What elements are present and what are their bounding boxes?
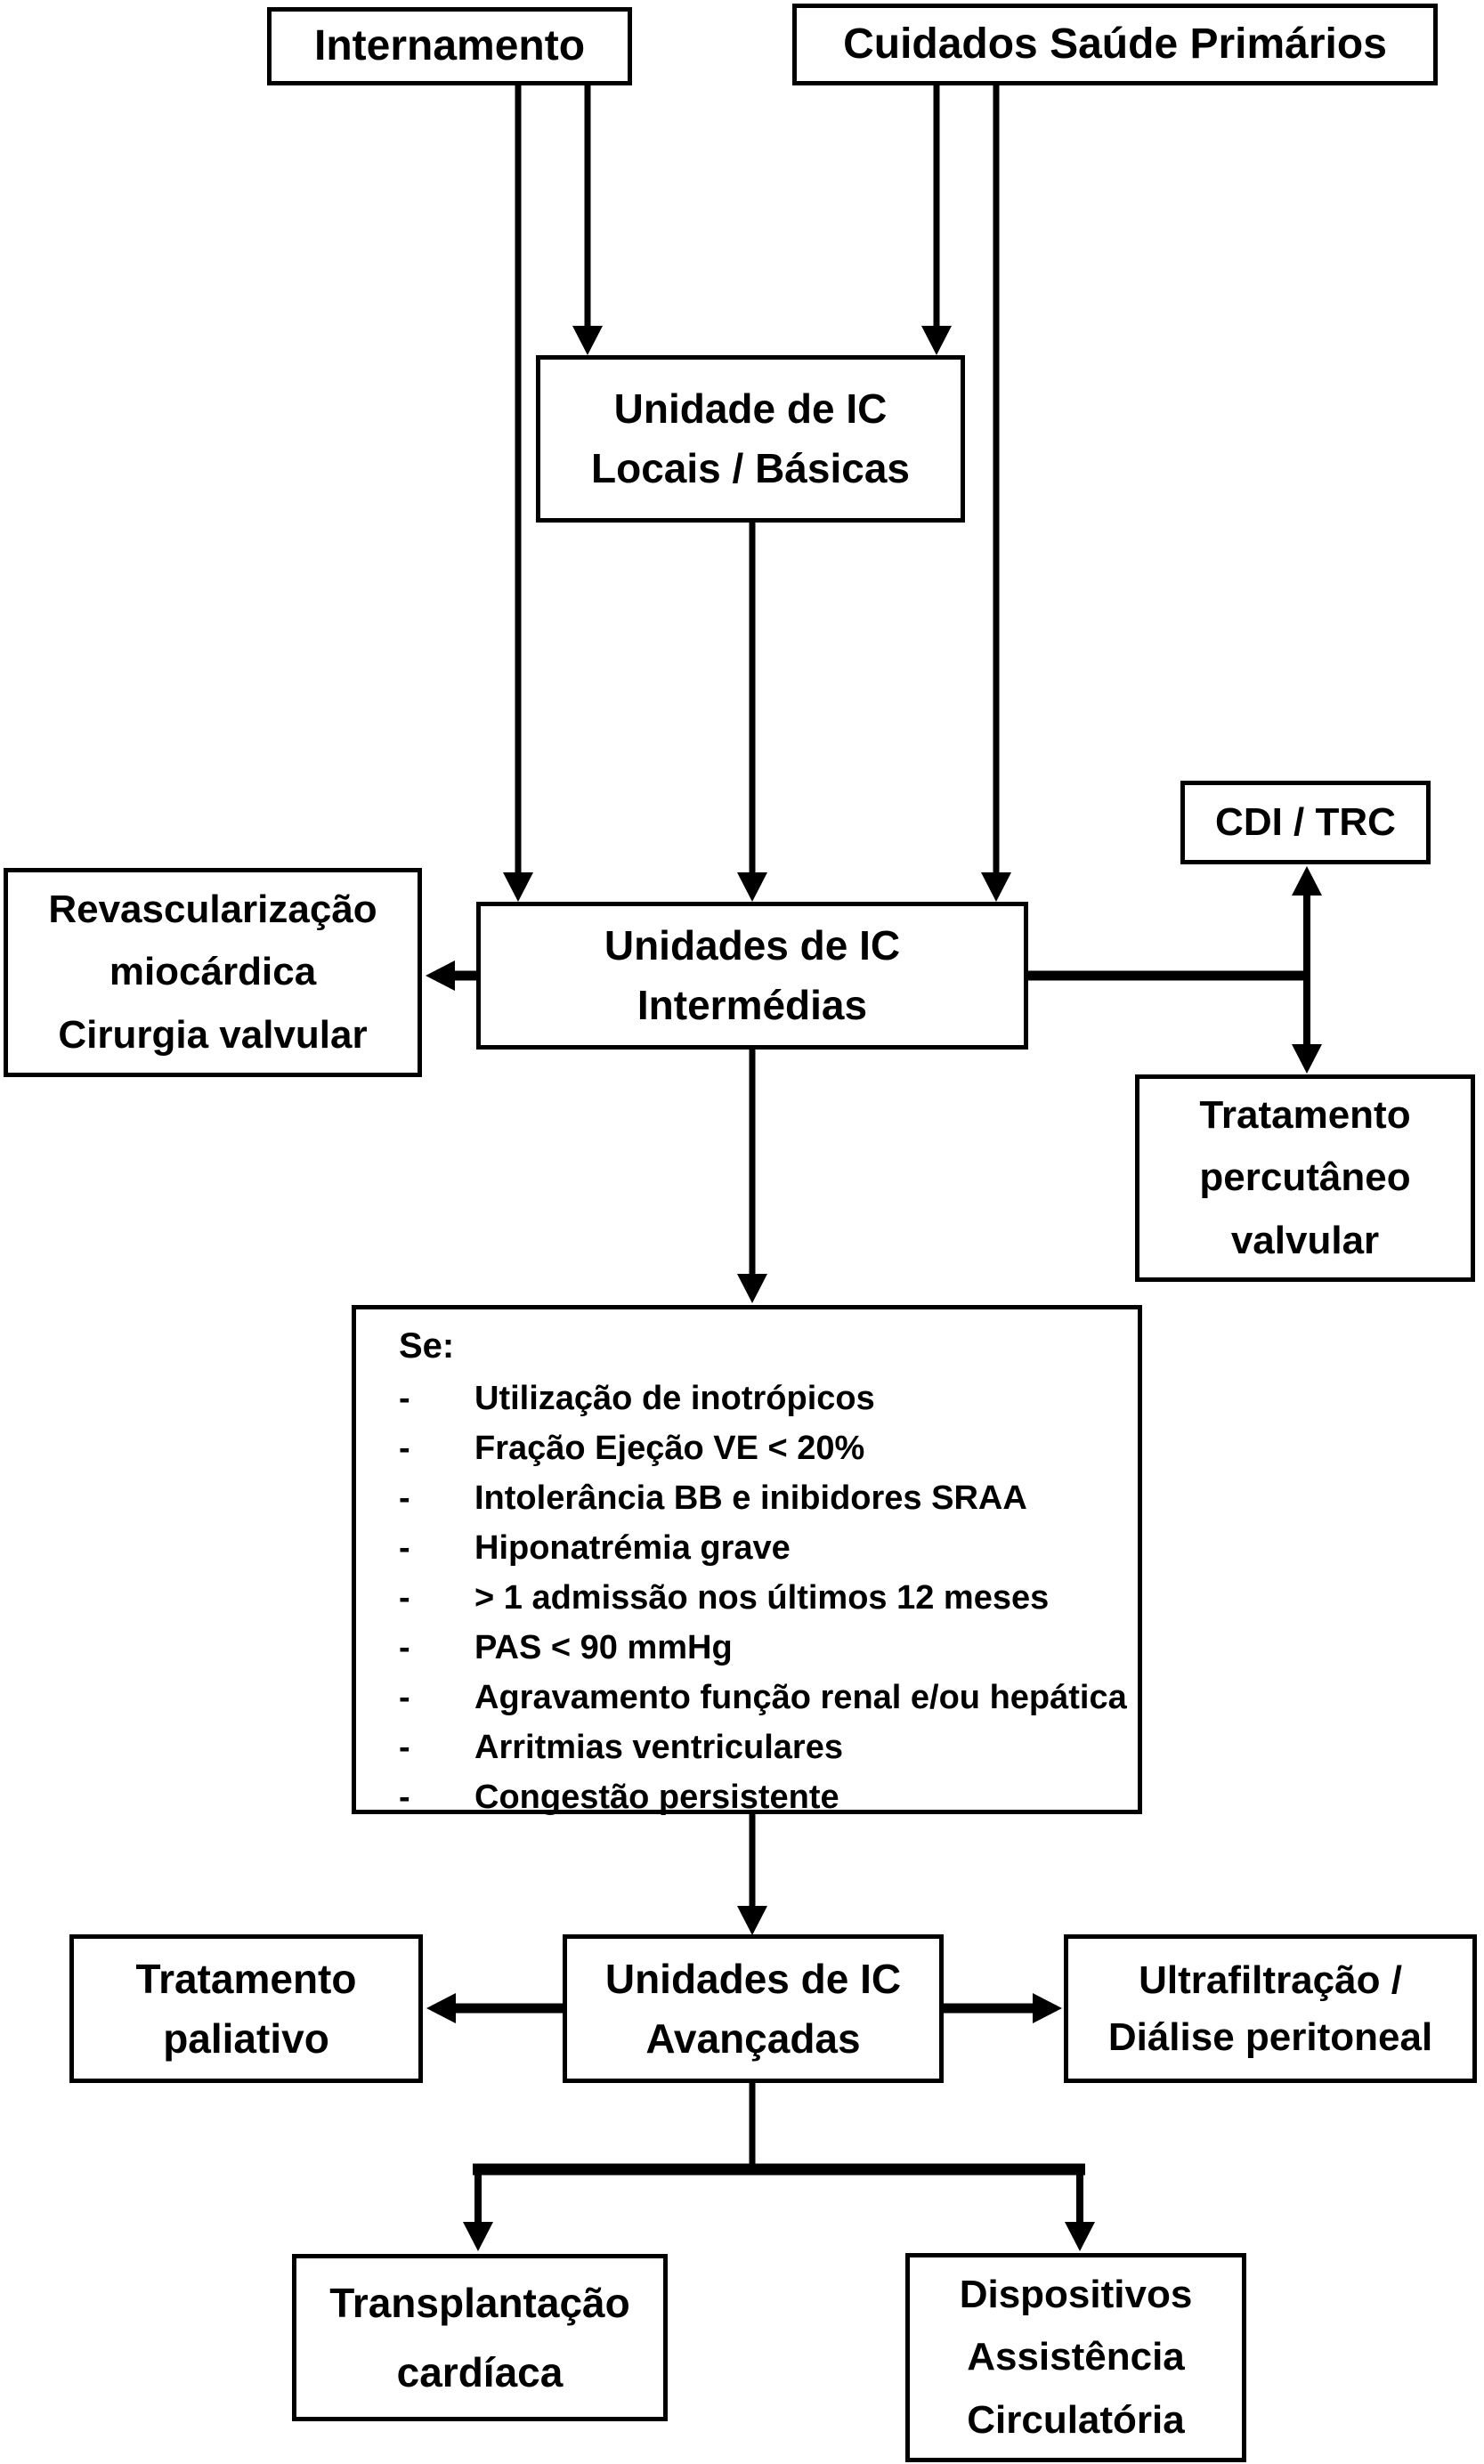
- se-criteria-item: - Agravamento função renal e/ou hepática: [399, 1673, 1129, 1722]
- box-locais-line-2: Locais / Básicas: [591, 445, 910, 491]
- se-criteria-item: - Arritmias ventriculares: [399, 1722, 1129, 1772]
- connector-internamento-to-intermedias: [503, 85, 533, 902]
- box-cdi-trc-label: CDI / TRC: [1215, 800, 1396, 845]
- box-revasc-line-3: Cirurgia valvular: [58, 1012, 368, 1057]
- box-se-criteria: Se: - Utilização de inotrópicos - Fração…: [352, 1305, 1142, 1816]
- connector-se-to-avancadas: [737, 1814, 767, 1935]
- connector-cuidados-to-intermedias: [981, 85, 1011, 902]
- box-transplantacao-cardiaca: Transplantação cardíaca: [292, 2254, 668, 2421]
- box-internamento-label: Internamento: [313, 22, 586, 70]
- box-avancadas-line-2: Avançadas: [645, 2014, 861, 2062]
- dash-bullet: -: [399, 1380, 410, 1417]
- box-cdi-trc: CDI / TRC: [1180, 781, 1431, 864]
- box-dispositivos-line-1: Dispositivos: [959, 2272, 1193, 2316]
- box-transplant-line-2: cardíaca: [396, 2349, 564, 2395]
- dash-bullet: -: [399, 1479, 410, 1517]
- box-unidades-ic-avancadas: Unidades de IC Avançadas: [563, 1934, 944, 2083]
- box-dispositivos-line-3: Circulatória: [967, 2397, 1185, 2442]
- dash-bullet: -: [399, 1679, 410, 1716]
- se-criteria-item: - Congestão persistente: [399, 1772, 1129, 1822]
- box-paliativo-line-2: paliativo: [163, 2014, 329, 2062]
- box-percutaneo-line-2: percutâneo: [1199, 1155, 1411, 1200]
- box-unidade-ic-locais-basicas: Unidade de IC Locais / Básicas: [536, 355, 965, 523]
- connector-locais-to-intermedias: [737, 523, 767, 902]
- box-cuidados-label: Cuidados Saúde Primários: [843, 20, 1387, 69]
- se-criteria-item: - PAS < 90 mmHg: [399, 1623, 1129, 1673]
- connector-avancadas-to-paliativo: [426, 1993, 563, 2023]
- box-dispositivos-assistencia: Dispositivos Assistência Circulatória: [905, 2253, 1246, 2462]
- connector-cuidados-to-locais: [921, 85, 952, 355]
- se-criteria-heading: Se:: [399, 1326, 455, 1366]
- connector-avancadas-to-bottom: [463, 2083, 1095, 2251]
- box-internamento: Internamento: [267, 7, 632, 85]
- box-intermedias-line-1: Unidades de IC: [604, 922, 901, 969]
- box-percutaneo-line-1: Tratamento: [1199, 1092, 1411, 1137]
- box-dispositivos-line-2: Assistência: [967, 2335, 1185, 2379]
- box-ultrafiltracao-dialise: Ultrafiltração / Diálise peritoneal: [1064, 1934, 1477, 2083]
- connector-intermedias-to-revasc: [426, 960, 476, 991]
- box-tratamento-paliativo: Tratamento paliativo: [69, 1934, 423, 2083]
- dash-bullet: -: [399, 1430, 410, 1467]
- box-revascularizacao: Revascularização miocárdica Cirurgia val…: [4, 868, 422, 1077]
- dash-bullet: -: [399, 1629, 410, 1666]
- se-criteria-item: - > 1 admissão nos últimos 12 meses: [399, 1573, 1129, 1623]
- box-cuidados-saude-primarios: Cuidados Saúde Primários: [792, 4, 1438, 85]
- box-locais-line-1: Unidade de IC: [613, 385, 888, 433]
- se-criteria-item: - Fração Ejeção VE < 20%: [399, 1423, 1129, 1473]
- box-avancadas-line-1: Unidades de IC: [604, 1955, 902, 2002]
- se-criteria-item: - Utilização de inotrópicos: [399, 1374, 1129, 1423]
- dash-bullet: -: [399, 1529, 410, 1567]
- dash-bullet: -: [399, 1729, 410, 1766]
- box-unidades-ic-intermedias: Unidades de IC Intermédias: [476, 902, 1028, 1050]
- box-intermedias-line-2: Intermédias: [637, 982, 868, 1028]
- box-percutaneo-line-3: valvular: [1230, 1218, 1380, 1262]
- box-revasc-line-2: miocárdica: [109, 950, 317, 994]
- se-criteria-item: - Hiponatrémia grave: [399, 1523, 1129, 1573]
- connector-avancadas-to-ultra: [944, 1993, 1062, 2023]
- se-criteria-item: - Intolerância BB e inibidores SRAA: [399, 1473, 1129, 1523]
- connector-intermedias-to-cditrc-percutaneo: [1028, 866, 1322, 1074]
- box-ultra-line-2: Diálise peritoneal: [1107, 2014, 1433, 2059]
- box-paliativo-line-1: Tratamento: [135, 1955, 357, 2002]
- connector-intermedias-to-se: [737, 1050, 767, 1303]
- box-tratamento-percutaneo-valvular: Tratamento percutâneo valvular: [1135, 1074, 1475, 1282]
- dash-bullet: -: [399, 1579, 410, 1617]
- box-revasc-line-1: Revascularização: [48, 887, 377, 931]
- box-transplant-line-1: Transplantação: [329, 2279, 630, 2326]
- box-ultra-line-1: Ultrafiltração /: [1139, 1957, 1402, 2002]
- dash-bullet: -: [399, 1779, 410, 1816]
- connector-internamento-to-locais: [572, 85, 603, 355]
